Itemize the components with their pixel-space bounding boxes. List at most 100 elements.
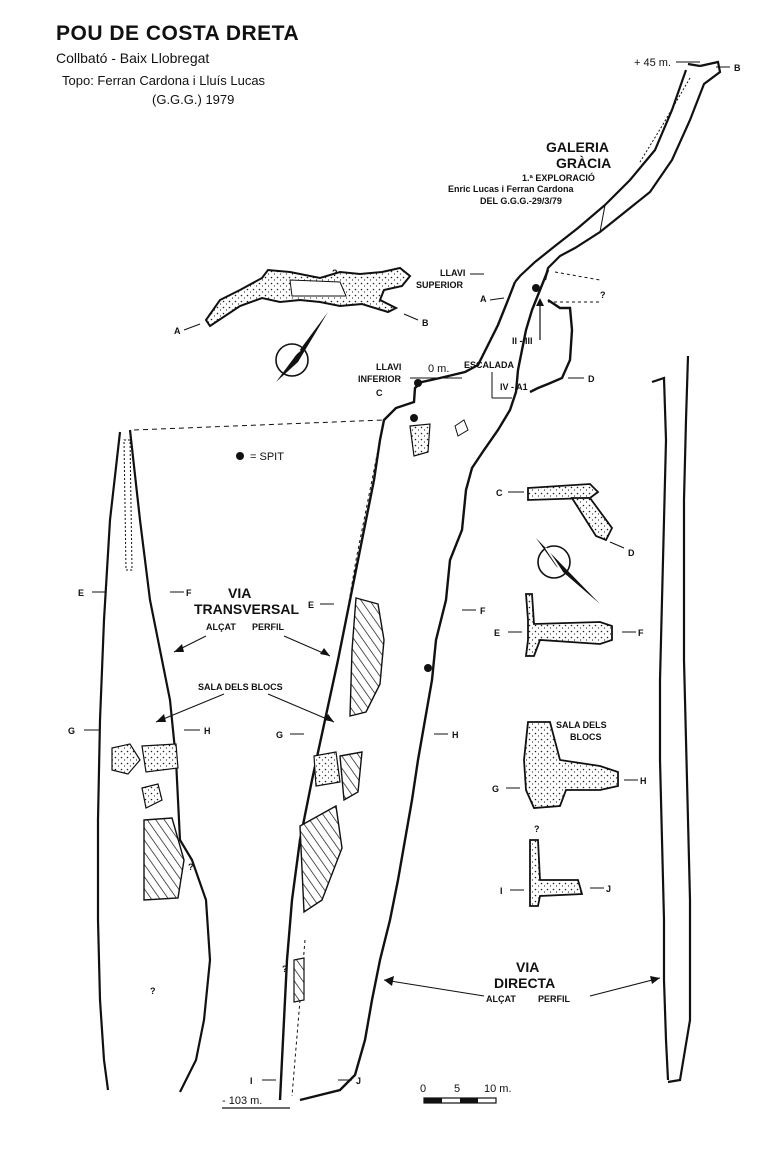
llavi-superior-1: LLAVI [440,268,465,278]
section-e-f [524,593,613,657]
via-transversal-2: TRANSVERSAL [194,601,299,617]
section-c-d-a [527,483,600,501]
spit-legend-label: = SPIT [250,451,284,463]
plan-a-tick [183,323,201,331]
galeria-name-1: GALERIA [546,139,609,155]
question-superior: ? [600,290,606,300]
escalada-label: ESCALADA [464,360,515,370]
section-letter-i-cut: I [500,886,503,896]
via-transversal-1: VIA [228,585,251,601]
llavi-inferior-1: LLAVI [376,362,401,372]
scale-label-0: 0 [420,1083,426,1095]
section-letter-d-cut: D [628,548,635,558]
transversal-blocks-3 [141,783,163,809]
perfil-bottom-rock [293,957,305,1003]
plan-view-a-b [204,266,412,328]
directa-arrow-left [383,979,485,997]
section-letter-j-cut: J [606,884,611,894]
section-i-j [529,839,584,907]
section-letter-c-cut: C [496,488,503,498]
sala-dels-blocs-label: SALA DELS BLOCS [198,682,283,692]
section-letter-g-left: G [68,726,75,736]
section-letter-e-left: E [78,588,84,598]
scale-label-5: 5 [454,1083,460,1095]
question-cut-i-j: ? [534,824,540,834]
spit-marker-mid [424,664,432,672]
section-d-cut-tick [609,541,625,549]
section-letter-g-cut: G [492,784,499,794]
section-letter-d-shaft: D [588,374,595,384]
llavi-superior-2: SUPERIOR [416,280,464,290]
north-arrow-icon [275,312,328,382]
section-letter-i-bottom: I [250,1076,253,1086]
sala-cut-label-1: SALA DELS [556,720,607,730]
galeria-gracia-passage [514,60,722,283]
section-g-h [523,721,619,809]
section-letter-e-perfil: E [308,600,314,610]
directa-arrow-right [589,977,661,997]
galeria-exploration: 1.ª EXPLORACIÓ [522,172,595,183]
grade-upper: II - III [512,336,533,346]
section-letter-c-shaft: C [376,388,383,398]
plan-view-chamber [289,279,347,297]
spit-legend-dot [236,452,244,460]
sala-cut-label-2: BLOCS [570,732,602,742]
section-letter-j-bottom: J [356,1076,361,1086]
perfil-upper-rock [349,597,385,717]
transversal-arrowhead-right [320,648,330,656]
survey-credits: Topo: Ferran Cardona i Lluís Lucas [62,73,266,88]
spit-marker-shaft [410,414,418,422]
transversal-rock-fill [143,817,185,901]
llavi-inferior-2: INFERIOR [358,374,402,384]
sala-arrow-right [267,693,335,723]
north-arrow-icon-2 [536,538,600,604]
section-c-d-b [570,497,614,542]
depth-top-label: + 45 m. [634,57,671,69]
plan-b-tick [403,313,419,321]
galeria-explorers: Enric Lucas i Ferran Cardona [448,184,575,194]
scale-bar [423,1097,497,1104]
transversal-blocks-2 [141,743,179,773]
perfil-mid-rock [339,751,363,802]
depth-bottom-label: - 103 m. [222,1095,262,1107]
perfil-lower-rock [299,804,343,914]
shaft-inner-dashes [291,271,601,1097]
directa-perfil: PERFIL [538,994,571,1004]
section-letter-h-left: H [204,726,211,736]
directa-arrowhead-left [384,976,394,986]
transversal-arrowhead-left [174,644,184,652]
via-directa-profile [651,355,692,1084]
transversal-connector [133,419,385,431]
shaft-boulder [409,423,431,457]
section-letter-b-top: B [734,63,741,73]
transversal-upper-void [123,439,133,571]
survey-group-year: (G.G.G.) 1979 [152,92,235,107]
section-letter-g-perfil: G [276,730,283,740]
location-subtitle: Collbató - Baix Llobregat [56,50,210,66]
transversal-alcat: ALÇAT [206,622,236,632]
shaft-right-wall [299,269,574,1102]
galeria-club-date: DEL G.G.G.-29/3/79 [480,196,562,206]
section-letter-h-shaft: H [452,730,459,740]
directa-alcat: ALÇAT [486,994,516,1004]
grade-lower: IV - A1 [500,382,528,392]
directa-arrowhead-right [650,976,660,984]
section-a-tick [489,297,505,301]
shaft-small-block [454,419,469,437]
section-letter-e-cut: E [494,628,500,638]
via-directa-2: DIRECTA [494,975,555,991]
galeria-name-2: GRÀCIA [556,155,611,171]
spit-marker-superior [532,284,540,292]
sala-arrowhead-left [156,714,166,722]
sala-arrow-left [155,693,225,723]
question-plan: ? [332,268,338,278]
shaft-left-wall [278,281,517,1101]
scale-label-10: 10 m. [484,1083,512,1095]
sala-arrowhead-right [324,714,334,722]
section-letter-a-plan: A [174,326,181,336]
question-left-2: ? [150,986,156,996]
section-letter-f-left: F [186,588,192,598]
transversal-perfil: PERFIL [252,622,285,632]
